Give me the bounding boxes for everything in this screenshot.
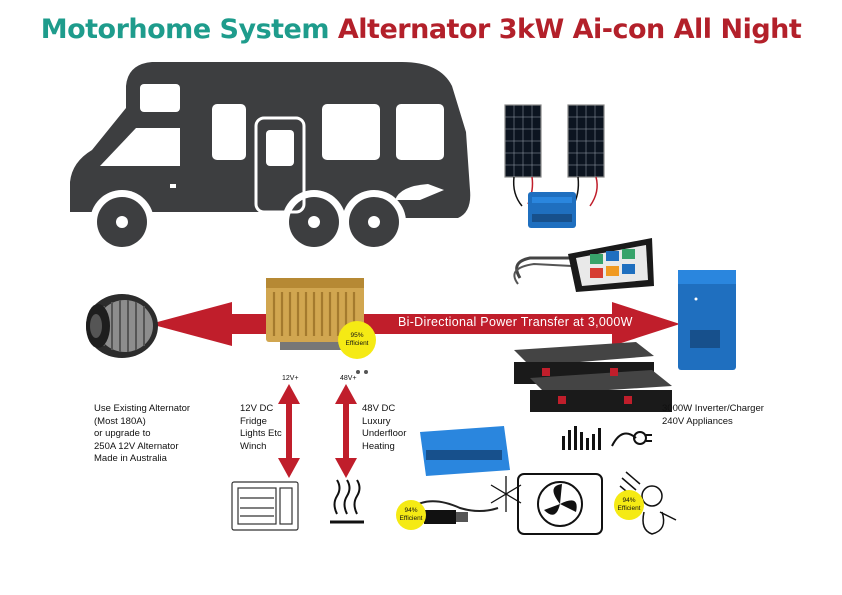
inverter-description: 3000W Inverter/Charger 240V Appliances — [662, 403, 764, 427]
title-part-2: Alternator 3kW Ai-con All Night — [337, 14, 802, 45]
badge-value: 94% — [622, 497, 636, 504]
title-part-1: Motorhome System — [40, 14, 330, 45]
inverter-charger — [678, 270, 736, 370]
badge-label: Efficient — [345, 340, 369, 347]
mppt-charger — [528, 192, 576, 228]
snowflake-icon — [490, 476, 522, 512]
voltage-12v-label: 12V+ — [282, 375, 299, 382]
solar-panel-left — [504, 104, 542, 207]
plug-icon — [611, 431, 652, 447]
badge-label: Efficient — [399, 515, 423, 522]
badge-value: 95% — [350, 332, 364, 339]
arrow-12v — [278, 384, 300, 478]
efficiency-badge-aircon: 94% Efficient — [614, 490, 644, 520]
fridge-icon — [231, 481, 299, 531]
alternator-description: Use Existing Alternator (Most 180A) or u… — [94, 403, 191, 464]
voltage-48v-label: 48V+ — [340, 375, 357, 382]
motorhome-illustration — [70, 62, 471, 254]
power-controller — [266, 278, 368, 374]
cooling-person-icon — [619, 471, 677, 535]
battery-bank — [514, 342, 672, 412]
touch-display — [513, 238, 654, 292]
dc48-description: 48V DC Luxury Underfloor Heating — [362, 403, 407, 452]
page-title: Motorhome System Alternator 3kW Ai-con A… — [0, 14, 842, 45]
arrow-48v — [335, 384, 357, 478]
efficiency-badge-dc: 94% Efficient — [396, 500, 426, 530]
transfer-label: Bi-Directional Power Transfer at 3,000W — [398, 315, 633, 329]
efficiency-badge-controller: 95% Efficient — [338, 321, 376, 359]
aircon-fan-icon — [517, 473, 603, 535]
dc12-description: 12V DC Fridge Lights Etc Winch — [240, 403, 282, 452]
heating-icon — [330, 479, 364, 524]
badge-value: 94% — [404, 507, 418, 514]
appliance-waveform-icon — [562, 426, 601, 450]
bidirectional-arrow — [150, 302, 680, 346]
dc-dc-converter — [420, 426, 510, 476]
alternator-icon — [86, 294, 158, 358]
solar-panel-right — [567, 104, 605, 209]
badge-label: Efficient — [617, 505, 641, 512]
